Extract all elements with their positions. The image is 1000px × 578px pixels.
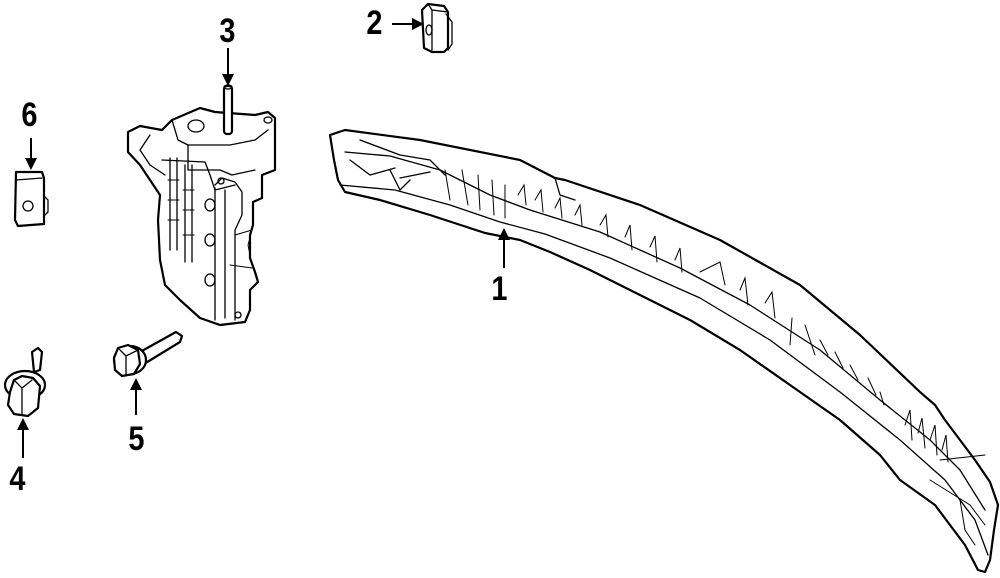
part-6-nut[interactable] bbox=[13, 170, 49, 228]
leader-arrows bbox=[17, 18, 510, 458]
callout-4[interactable]: 4 bbox=[9, 460, 26, 498]
part-5-hex-bolt[interactable] bbox=[112, 330, 184, 378]
callout-6[interactable]: 6 bbox=[21, 96, 38, 134]
part-2-clip-nut[interactable] bbox=[420, 2, 453, 54]
part-1-beam[interactable] bbox=[328, 128, 1000, 574]
callout-5[interactable]: 5 bbox=[128, 420, 145, 458]
callout-3[interactable]: 3 bbox=[219, 12, 236, 50]
callout-1[interactable]: 1 bbox=[491, 270, 508, 308]
part-3-bracket[interactable] bbox=[126, 84, 277, 327]
callout-2[interactable]: 2 bbox=[366, 4, 383, 42]
part-4-flange-bolt[interactable] bbox=[3, 346, 47, 418]
